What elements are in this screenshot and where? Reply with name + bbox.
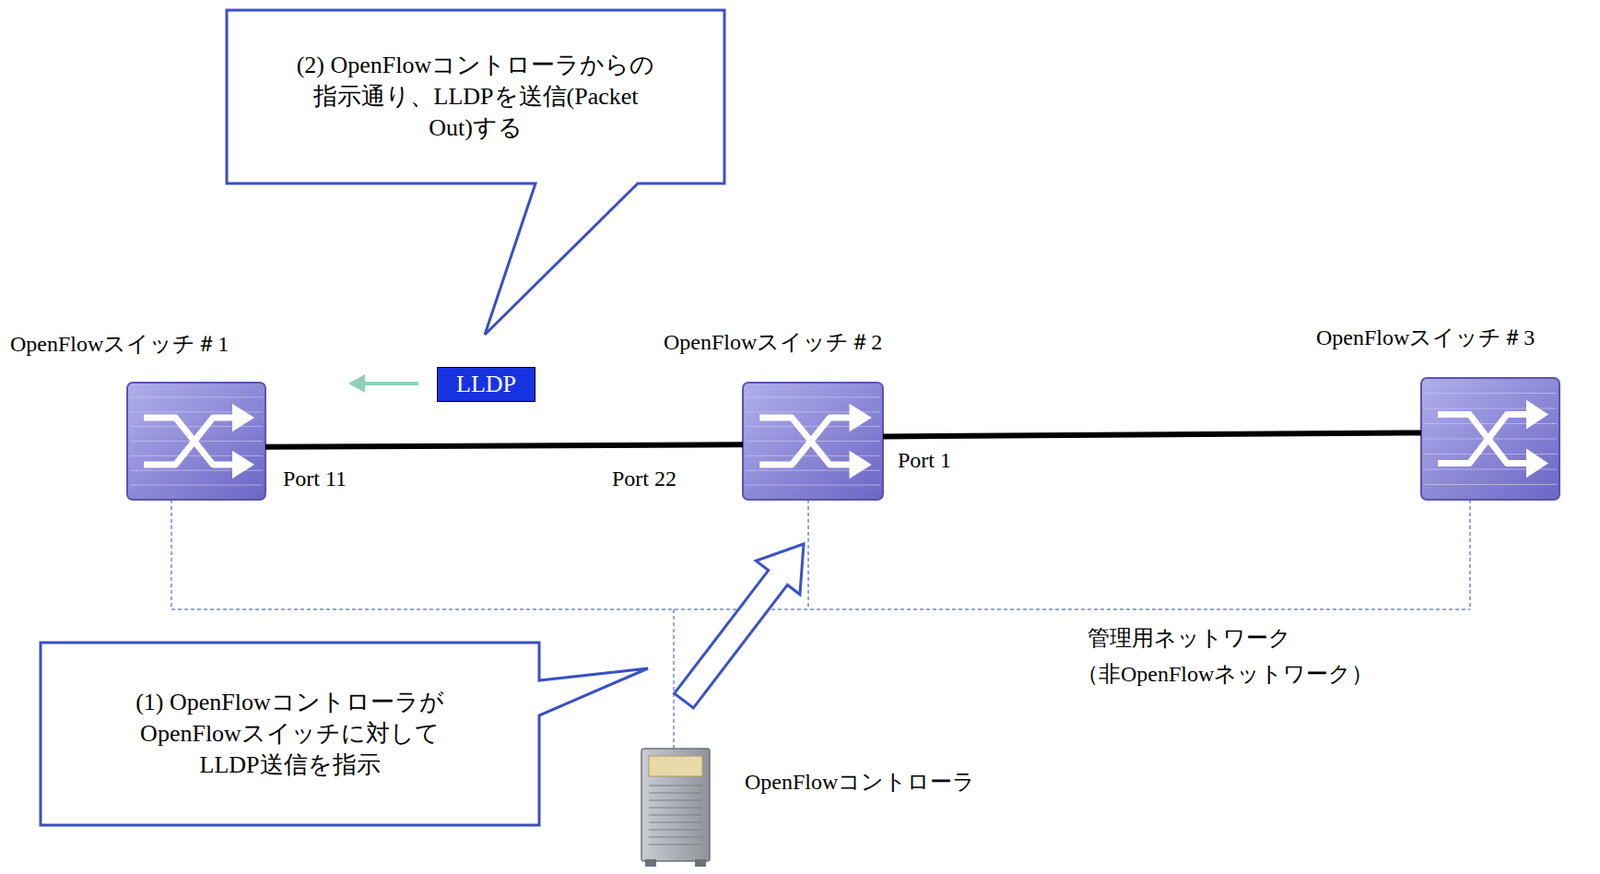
switch: OpenFlowスイッチ＃2	[742, 382, 883, 500]
instruction-arrow	[661, 527, 826, 718]
callout-box: (1) OpenFlowコントローラがOpenFlowスイッチに対してLLDP送…	[40, 642, 540, 825]
device-label: OpenFlowコントローラ	[744, 766, 976, 797]
device-label: OpenFlowスイッチ＃2	[663, 327, 883, 357]
network-label: （非OpenFlowネットワーク）	[1076, 658, 1374, 689]
switch-stripe	[745, 455, 881, 457]
switch-stripe	[129, 484, 263, 486]
dashed-wire	[171, 608, 1471, 611]
server-vent	[648, 829, 703, 831]
dashed-wire	[807, 499, 810, 610]
packet-label: LLDP	[456, 370, 517, 399]
switch-stripe	[129, 425, 263, 427]
switch: OpenFlowスイッチ＃1	[127, 382, 266, 500]
port-label: Port 1	[897, 447, 952, 473]
switch-arrowheads	[232, 403, 255, 479]
lldp-packet: LLDP	[436, 366, 536, 402]
server-vent	[648, 836, 703, 838]
switch-arrowheads	[1526, 400, 1549, 478]
switch-arrows	[143, 417, 238, 465]
switch-stripe	[1423, 453, 1557, 455]
switch-body	[127, 382, 266, 500]
callout-outline	[40, 642, 648, 825]
device-label: OpenFlowスイッチ＃1	[10, 329, 229, 359]
switch-stripe	[129, 455, 263, 457]
device-label: OpenFlowスイッチ＃3	[1316, 322, 1535, 353]
server-vent	[648, 844, 703, 846]
server-vent	[648, 822, 703, 824]
switch-stripe	[1423, 483, 1557, 485]
switch: OpenFlowスイッチ＃3	[1421, 377, 1560, 500]
server-vent	[648, 814, 703, 816]
switch-arrows	[759, 417, 855, 465]
controller-shape	[641, 748, 710, 867]
server-vent	[648, 807, 703, 809]
server-panel	[648, 755, 703, 777]
switch-stripe	[1423, 392, 1557, 394]
switch-arrows	[1437, 414, 1532, 464]
callout-text: (2) OpenFlowコントローラからの指示通り、LLDPを送信(Packet…	[291, 49, 660, 145]
dashed-wire	[1469, 499, 1471, 610]
server-body	[641, 748, 710, 861]
switch-body	[742, 382, 883, 500]
switch-stripe	[745, 484, 881, 486]
arrow-shaft	[361, 381, 419, 386]
switch-shape	[1421, 377, 1560, 500]
switch-body	[1421, 377, 1560, 500]
dashed-wire	[170, 499, 173, 610]
switch-stripe	[1423, 423, 1557, 424]
callout-text: (1) OpenFlowコントローラがOpenFlowスイッチに対してLLDP送…	[115, 686, 466, 782]
arrow-head	[348, 374, 365, 393]
port-label: Port 11	[282, 466, 347, 492]
server-foot	[694, 858, 706, 867]
server-vent	[648, 800, 703, 801]
controller: OpenFlowコントローラ	[635, 748, 716, 867]
callout-box-shape	[226, 10, 725, 335]
server-vent	[648, 785, 703, 787]
switch-shape	[127, 382, 266, 500]
network-label: 管理用ネットワーク	[1087, 623, 1292, 653]
port-label: Port 22	[611, 466, 677, 492]
server-foot	[645, 858, 657, 867]
link-cable	[882, 432, 1422, 436]
callout-outline	[226, 10, 725, 335]
green-arrow	[348, 374, 419, 393]
switch-arrowheads	[849, 403, 872, 479]
server-vent	[648, 792, 703, 794]
callout-box-shape	[40, 642, 648, 825]
switch-stripe	[129, 396, 263, 398]
callout-box: (2) OpenFlowコントローラからの指示通り、LLDPを送信(Packet…	[226, 10, 725, 184]
link-cable	[265, 444, 743, 448]
switch-shape	[742, 382, 883, 500]
switch-stripe	[745, 425, 881, 427]
switch-stripe	[745, 396, 881, 398]
dashed-wire	[672, 609, 675, 752]
